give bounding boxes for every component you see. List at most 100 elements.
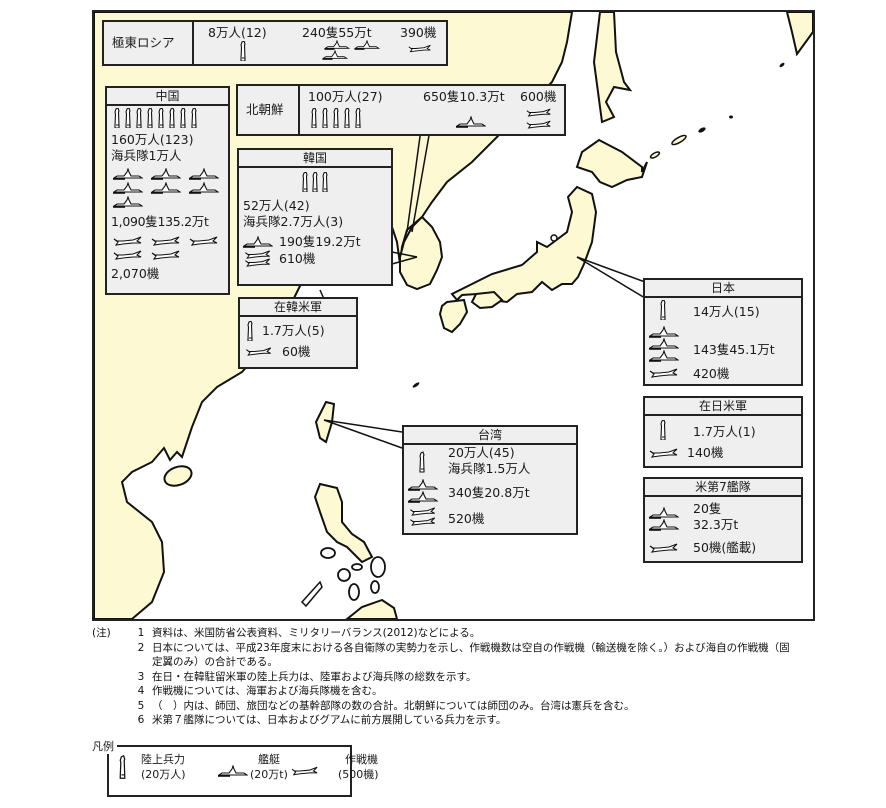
legend-navy-label: 艦艇 [258, 753, 280, 766]
soldier-icon [321, 172, 329, 192]
naval-force-value: 240隻55万t [302, 25, 372, 40]
warship-icon [189, 182, 219, 194]
soldier-icon [310, 108, 318, 128]
region-box-us-seventh-fleet: 米第7艦隊 20隻 32.3万t 50機(艦載) [643, 477, 803, 563]
air-force-value: 600機 [520, 89, 557, 104]
naval-force-value: 143隻45.1万t [693, 342, 775, 357]
footnote-head: (注) [92, 627, 111, 639]
warship-icon [151, 182, 181, 194]
footnote-item: 3 在日・在韓駐留米軍の陸上兵力は、陸軍および海兵隊の総数を示す。 [137, 670, 477, 683]
fighter-jet-icon [243, 258, 273, 267]
soldier-icons-row [113, 108, 198, 128]
region-name: 極東ロシア [112, 35, 175, 50]
warship-icon [649, 519, 679, 531]
legend-air-label: 作戦機 [345, 753, 378, 766]
air-force-value: 420機 [693, 366, 730, 381]
region-box-far-east-russia: 極東ロシア 8万人(12) 240隻55万t 390機 [102, 20, 448, 66]
honshu [450, 185, 598, 304]
region-name: 在韓米軍 [240, 299, 356, 317]
region-box-japan: 日本 14万人(15) 143隻45.1万t 420機 [643, 278, 803, 386]
ground-force-value: 1.7万人(5) [262, 323, 325, 338]
soldier-icon [659, 300, 667, 320]
legend-air-unit: (500機) [338, 768, 379, 781]
region-name: 中国 [107, 88, 228, 106]
soldier-icon [118, 755, 127, 779]
soldier-icon [246, 321, 254, 341]
sakhalin [592, 12, 633, 124]
soldier-icon [146, 108, 154, 128]
region-box-taiwan: 台湾 20万人(45) 海兵隊1.5万人 340隻20.8万t 520機 [402, 425, 578, 535]
legend-title: 凡例 [92, 738, 117, 754]
kyushu [438, 298, 469, 334]
marines-value: 海兵隊2.7万人(3) [243, 214, 344, 229]
fighter-jet-icon [649, 448, 679, 458]
warship-icon [408, 491, 438, 503]
ground-force-value: 20万人(45) [448, 445, 515, 460]
luzon [313, 482, 374, 564]
kamchatka [785, 12, 813, 57]
map-frame: 極東ロシア 8万人(12) 240隻55万t 390機 中国 160万人(123… [92, 10, 815, 621]
ground-force-value: 52万人(42) [243, 198, 310, 213]
region-name: 日本 [645, 280, 801, 298]
warship-icon [408, 479, 438, 491]
footnote-item: (注) 1 資料は、米国防省公表資料、ミリタリーバランス(2012)などによる。 [92, 627, 481, 639]
soldier-icon [659, 420, 667, 440]
fighter-jet-icon [151, 250, 181, 260]
soldier-icon [135, 108, 143, 128]
legend-box [107, 745, 352, 797]
fighter-jet-icon [151, 236, 181, 246]
fighter-jet-icon [649, 368, 679, 378]
warship-icon [649, 507, 679, 519]
footnotes: (注) 1 資料は、米国防省公表資料、ミリタリーバランス(2012)などによる。… [92, 626, 792, 728]
fighter-jet-icon [244, 347, 274, 356]
fighter-jet-icon [291, 766, 319, 776]
air-force-value: 140機 [687, 445, 724, 460]
region-name: 在日米軍 [645, 398, 801, 416]
fighter-jet-icon [408, 507, 438, 516]
air-force-value: 50機(艦載) [693, 540, 757, 555]
soldier-icons-row [301, 172, 329, 192]
air-force-value: 390機 [400, 25, 437, 40]
fighter-jet-icon [113, 250, 143, 260]
soldier-icon [311, 172, 319, 192]
region-name: 台湾 [404, 427, 576, 445]
soldier-icon [179, 108, 187, 128]
footnote-item: 6 米第７艦隊については、日本およびグアムに前方展開している兵力を示す。 [137, 714, 507, 726]
soldier-icon [343, 108, 351, 128]
warship-icon [456, 116, 486, 128]
soldier-icon [321, 108, 329, 128]
warship-icon [324, 40, 350, 50]
region-box-china: 中国 160万人(123) 海兵隊1万人 1,090隻135.2万t 2,070… [105, 86, 230, 295]
fighter-jet-icon [526, 108, 552, 117]
warship-icon [649, 338, 679, 350]
ground-force-value: 8万人(12) [208, 25, 267, 40]
fighter-jet-icon [526, 120, 552, 129]
legend-ground-label: 陸上兵力 [141, 753, 185, 766]
soldier-icon [301, 172, 309, 192]
warship-icon [243, 236, 273, 248]
legend-ground-unit: (20万人) [141, 768, 186, 781]
taiwan-island [314, 400, 336, 444]
soldier-icon [113, 108, 121, 128]
hokkaido [575, 138, 648, 189]
warship-icon [649, 350, 679, 362]
region-name: 韓国 [239, 150, 391, 168]
region-box-north-korea: 北朝鮮 100万人(27) 650隻10.3万t 600機 [236, 84, 566, 136]
warship-icon [113, 196, 143, 208]
naval-force-value: 190隻19.2万t [279, 234, 361, 249]
warship-icon [649, 326, 679, 338]
marines-value: 海兵隊1万人 [111, 148, 182, 163]
soldier-icon [190, 108, 198, 128]
footnote-item: 4 作戦機については、海軍および海兵隊機を含む。 [137, 685, 383, 697]
air-force-value: 610機 [279, 251, 316, 266]
region-name: 米第7艦隊 [645, 479, 801, 497]
warship-icon [189, 168, 219, 180]
region-name: 北朝鮮 [246, 102, 284, 117]
footnote-item: 2 日本については、平成23年度末における各自衛隊の実勢力を示し、作戦機数は空自… [137, 641, 790, 669]
air-force-value: 520機 [448, 511, 485, 526]
fighter-jet-icon [649, 543, 679, 553]
ground-force-value: 100万人(27) [308, 89, 383, 104]
air-force-value: 60機 [282, 344, 311, 359]
ground-force-value: 1.7万人(1) [693, 424, 756, 439]
footnote-item: 5 （ ）内は、師団、旅団などの基幹部隊の数の合計。北朝鮮については師団のみ。台… [137, 699, 635, 712]
